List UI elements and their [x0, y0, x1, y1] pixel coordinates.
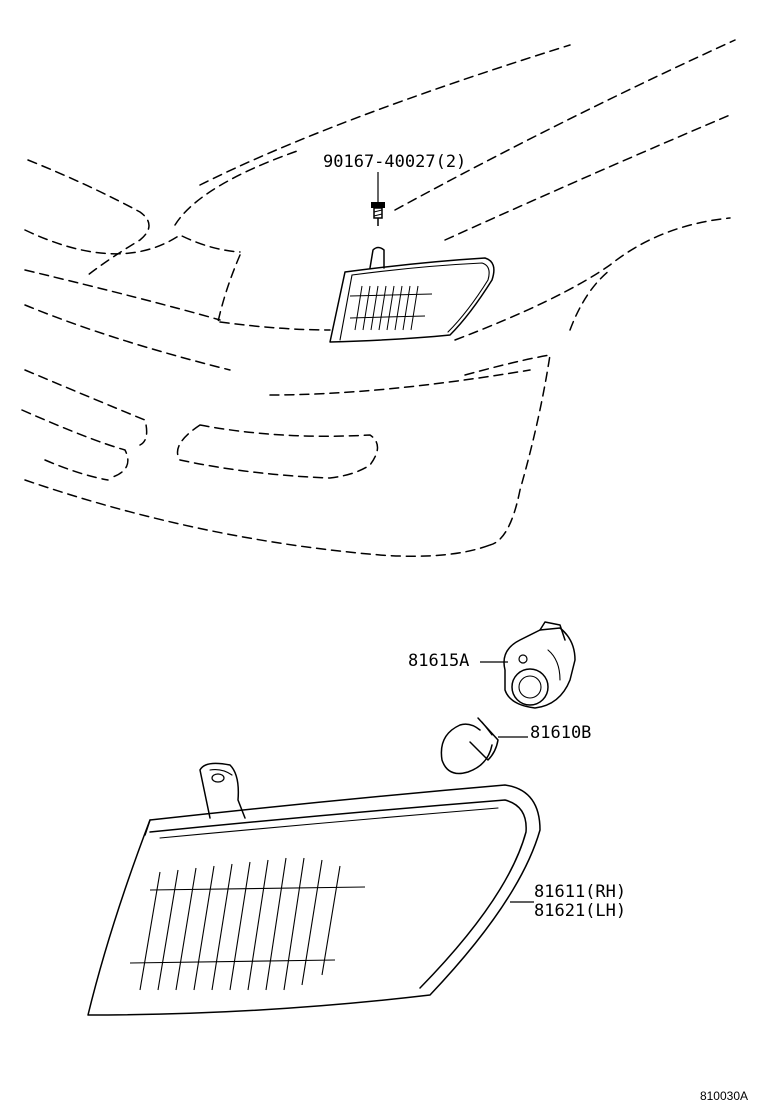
screw-icon: [371, 172, 385, 226]
socket-icon: [503, 621, 576, 709]
callout-lamp-lh: 81621(LH): [534, 901, 626, 921]
corner-lamp-assembly: [87, 762, 541, 1016]
figure-number: 810030A: [700, 1089, 748, 1103]
callout-lamp-rh: 81611(RH): [534, 882, 626, 902]
callout-socket: 81615A: [408, 651, 469, 671]
installed-corner-lamp: [329, 246, 495, 343]
callout-bulb: 81610B: [530, 723, 591, 743]
callout-screw: 90167-40027(2): [323, 152, 466, 172]
car-body-outline: [21, 39, 736, 557]
bulb-icon: [440, 717, 499, 775]
